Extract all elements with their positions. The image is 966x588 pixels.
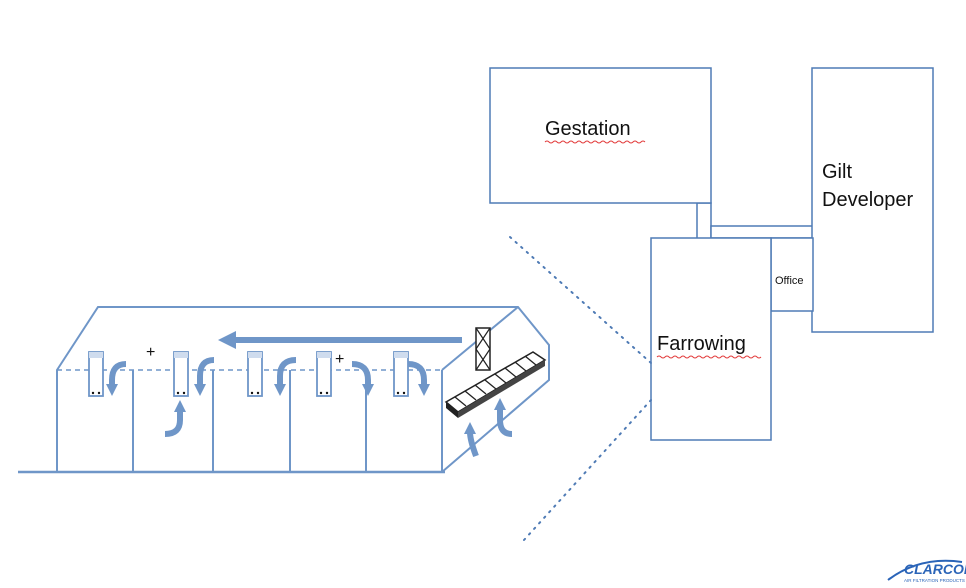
gilt-label-line1: Gilt xyxy=(822,161,852,183)
clarcor-logo: CLARCOR AIR FILTRATION PRODUCTS xyxy=(887,559,966,583)
zoom-line-top xyxy=(509,236,652,364)
zoom-line-bottom xyxy=(523,399,652,541)
inlet-1 xyxy=(88,351,104,397)
attic-airflow-arrowhead xyxy=(218,331,236,349)
exhaust-fan-icon xyxy=(475,327,491,371)
gilt-label-line2: Developer xyxy=(822,189,914,211)
gestation-spellcheck-underline xyxy=(544,140,646,144)
gestation-label: Gestation xyxy=(545,118,631,140)
plus-mark-1: + xyxy=(146,344,155,361)
inlet-4 xyxy=(316,351,332,397)
room-gilt-developer xyxy=(811,67,934,333)
logo-tagline: AIR FILTRATION PRODUCTS xyxy=(904,578,965,583)
corridor-vertical xyxy=(696,202,712,242)
inlet-5 xyxy=(393,351,409,397)
farrowing-label: Farrowing xyxy=(657,333,746,355)
room-office xyxy=(770,237,814,312)
air-filter-panel-icon xyxy=(444,351,547,418)
corridor-horizontal xyxy=(710,225,814,239)
office-label: Office xyxy=(775,275,804,287)
inlet-3 xyxy=(247,351,263,397)
inlet-2 xyxy=(173,351,189,397)
room-gestation xyxy=(489,67,712,204)
farrowing-spellcheck-underline xyxy=(656,355,762,359)
floor-plan: Gestation Gilt Developer Office Farrowin… xyxy=(489,67,934,441)
logo-name: CLARCOR xyxy=(904,561,966,577)
airflow-arrows xyxy=(106,357,513,458)
room-farrowing xyxy=(650,237,772,441)
barn-section: + + xyxy=(18,306,550,474)
plus-mark-2: + xyxy=(335,351,344,368)
